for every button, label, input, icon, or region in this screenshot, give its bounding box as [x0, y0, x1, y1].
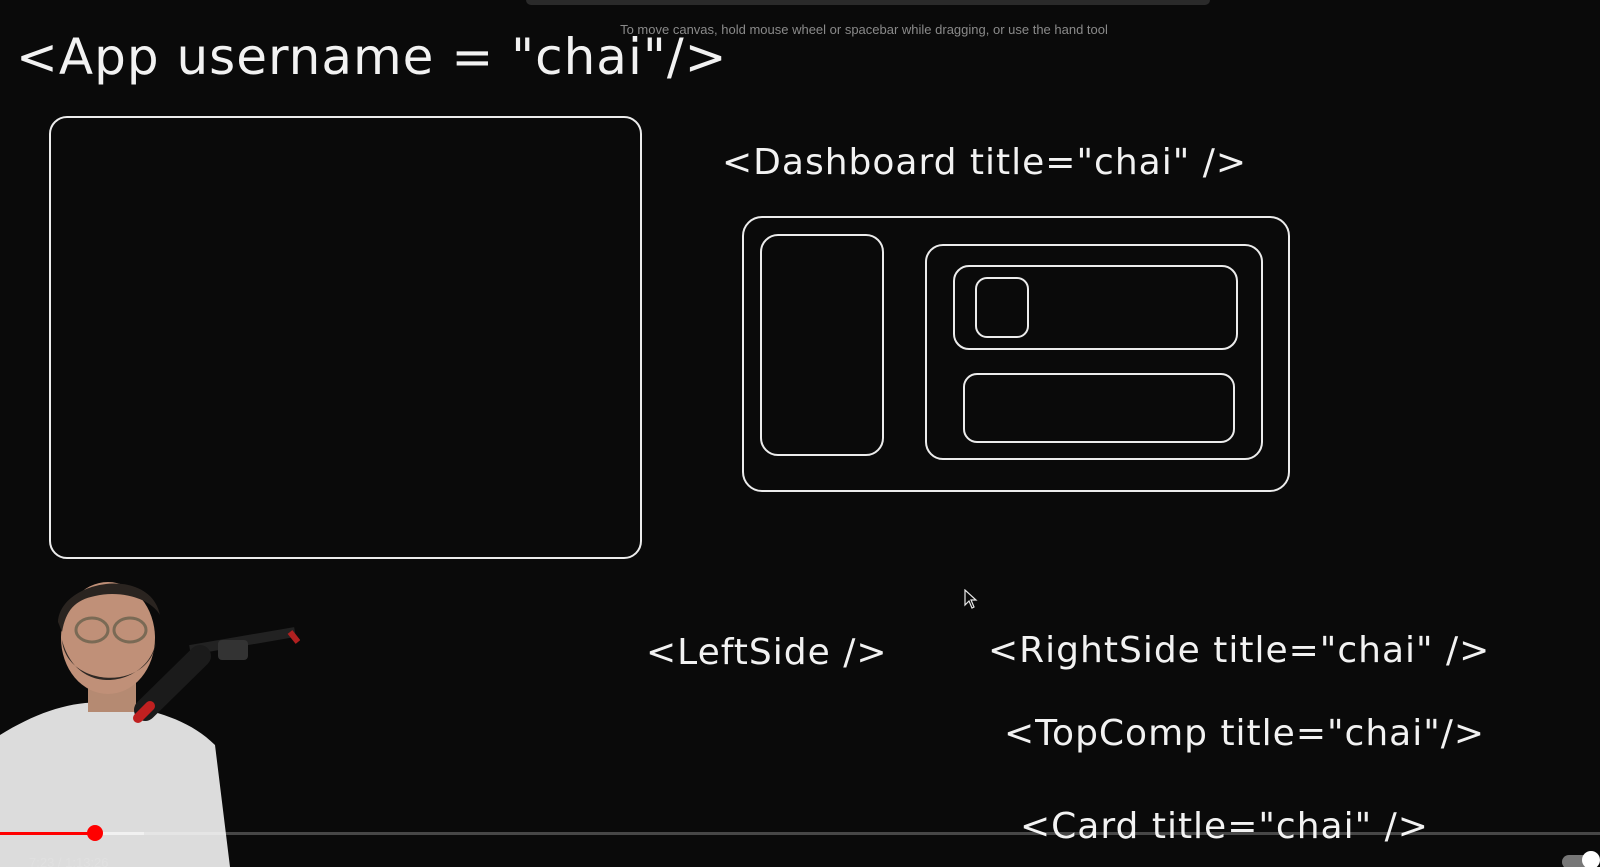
video-scrubber-handle[interactable] — [87, 825, 103, 841]
video-progress-bar[interactable] — [0, 832, 1600, 835]
presenter-webcam — [0, 570, 300, 867]
rightside-label: <RightSide title="chai" /> — [988, 630, 1491, 671]
card-box — [963, 373, 1235, 443]
autoplay-toggle-knob — [1582, 851, 1600, 867]
dashboard-label: <Dashboard title="chai" /> — [722, 142, 1247, 183]
canvas-hint: To move canvas, hold mouse wheel or spac… — [620, 22, 1108, 37]
topcomp-inner-box — [975, 277, 1029, 338]
canvas-top-bar — [526, 0, 1210, 5]
video-played-fill — [0, 832, 95, 835]
card-label: <Card title="chai" /> — [1020, 806, 1429, 847]
topcomp-box — [953, 265, 1238, 350]
dashboard-box — [742, 216, 1290, 492]
leftside-box — [760, 234, 884, 456]
leftside-label: <LeftSide /> — [646, 632, 888, 673]
topcomp-label: <TopComp title="chai"/> — [1004, 713, 1486, 754]
cursor-icon — [964, 589, 978, 609]
video-time-display: 7:23 / 1:13:26 — [29, 855, 109, 867]
rightside-box — [925, 244, 1263, 460]
app-label: <App username = "chai"/> — [16, 28, 728, 86]
app-box — [49, 116, 642, 559]
